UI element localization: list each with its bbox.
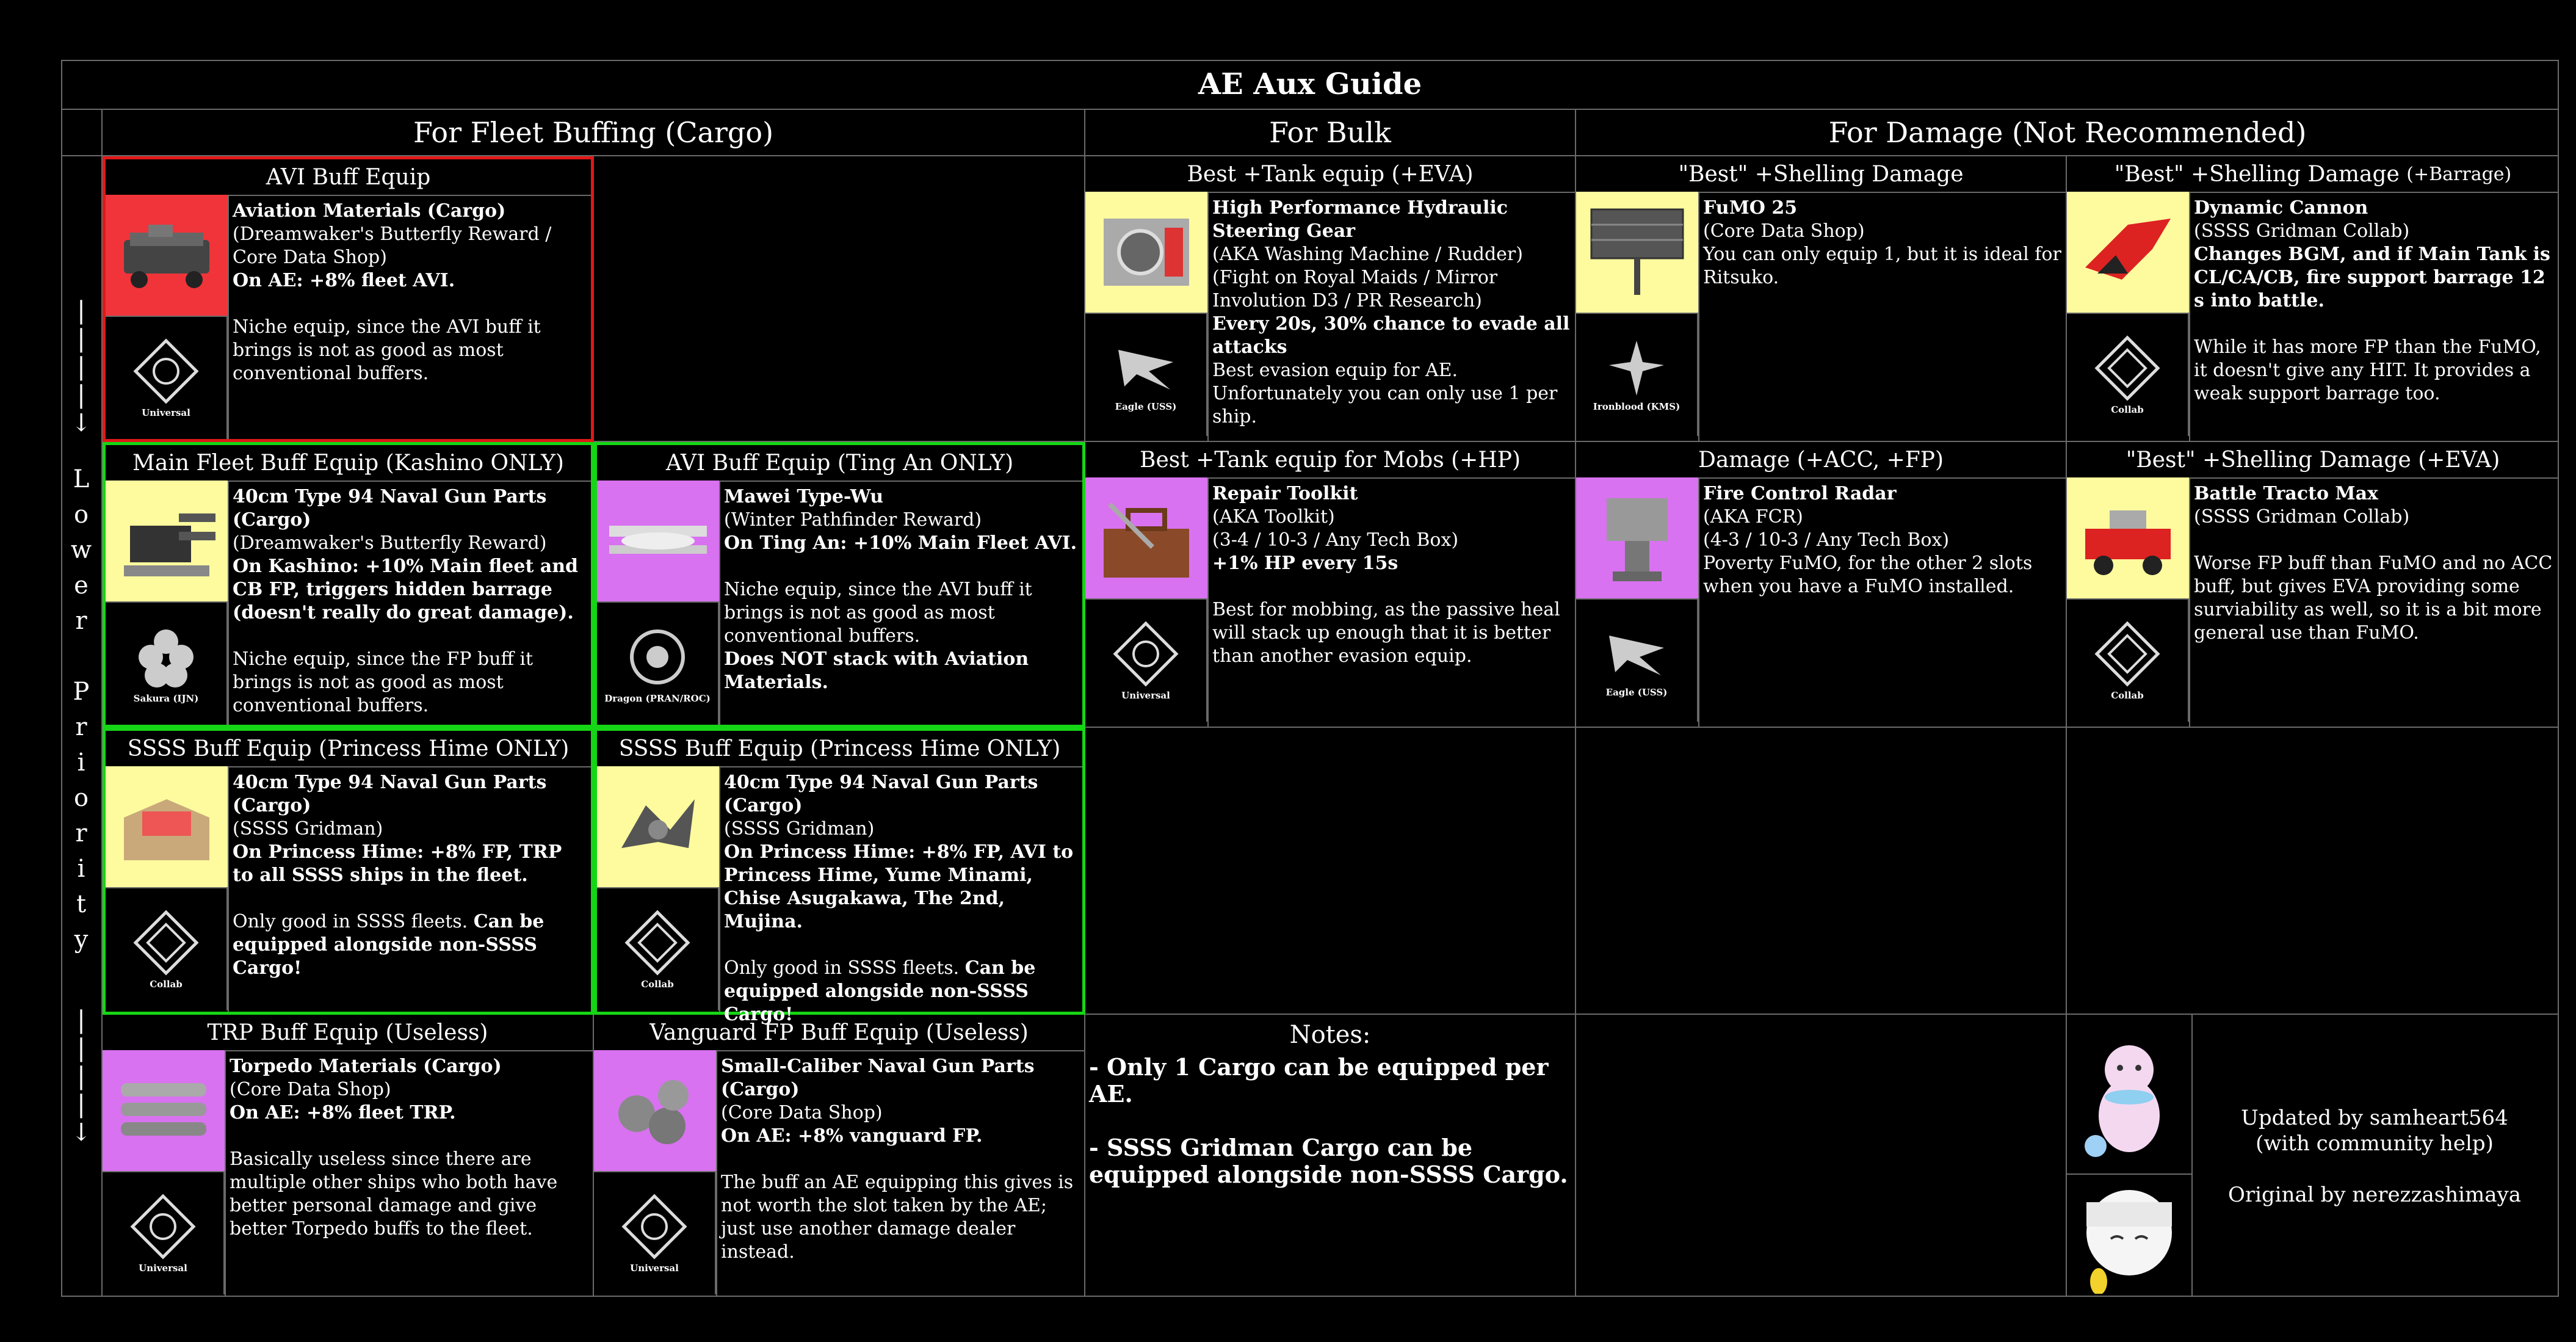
empty-cell: [1576, 728, 2067, 1015]
avatar-column: [2067, 1015, 2193, 1297]
battle-tracto-icon: [2067, 477, 2189, 600]
card-text: FuMO 25 (Core Data Shop) You can only eq…: [1703, 197, 2061, 288]
small-caliber-gun-parts-icon: [594, 1050, 716, 1172]
card-battle-tracto: "Best" +Shelling Damage (+EVA) Collab Ba…: [2067, 442, 2559, 728]
dragon-faction-icon: Dragon (PRAN/ROC): [597, 603, 719, 725]
card-title: Damage (+ACC, +FP): [1576, 442, 2066, 479]
credit-updated: Updated by samheart564: [2241, 1106, 2508, 1130]
card-torpedo-materials: TRP Buff Equip (Useless) Universal Torpe…: [103, 1015, 594, 1297]
card-text: Dynamic Cannon (SSSS Gridman Collab) Cha…: [2194, 197, 2550, 404]
ssss-cargo-box-icon: [106, 766, 228, 888]
card-text: 40cm Type 94 Naval Gun Parts (Cargo) (Dr…: [233, 486, 578, 716]
card-title: AVI Buff Equip: [106, 159, 591, 196]
notes-panel: Notes: - Only 1 Cargo can be equipped pe…: [1085, 1015, 1576, 1297]
priority-arrow-top: ||||↓: [71, 297, 92, 437]
card-ting-an: AVI Buff Equip (Ting An ONLY) Dragon (PR…: [594, 442, 1085, 728]
torpedo-materials-icon: [103, 1050, 225, 1172]
card-text: Torpedo Materials (Cargo) (Core Data Sho…: [230, 1056, 558, 1239]
card-text: Aviation Materials (Cargo) (Dreamwaker's…: [233, 200, 552, 384]
header-fleet-buffing: For Fleet Buffing (Cargo): [103, 110, 1085, 156]
card-text: Battle Tracto Max (SSSS Gridman Collab) …: [2194, 483, 2553, 644]
naval-gun-parts-icon: [106, 481, 228, 603]
card-text: 40cm Type 94 Naval Gun Parts (Cargo) (SS…: [724, 772, 1074, 1025]
card-ssss-buff-1: SSSS Buff Equip (Princess Hime ONLY) Col…: [103, 728, 594, 1015]
card-text: Fire Control Radar (AKA FCR) (4-3 / 10-3…: [1703, 483, 2033, 597]
page-title: AE Aux Guide: [61, 60, 2559, 110]
card-title: Vanguard FP Buff Equip (Useless): [594, 1015, 1084, 1051]
universal-faction-icon: Universal: [594, 1172, 716, 1294]
eagle-faction-icon: Eagle (USS): [1576, 600, 1698, 722]
header-damage: For Damage (Not Recommended): [1576, 110, 2559, 156]
credit-help: (with community help): [2256, 1131, 2494, 1156]
card-avi-buff: AVI Buff Equip Universal Aviation Materi…: [103, 156, 594, 442]
repair-toolkit-icon: [1085, 477, 1207, 600]
card-text: Small-Caliber Naval Gun Parts (Cargo) (C…: [721, 1056, 1074, 1263]
chibi-avatar: [2067, 1175, 2191, 1297]
ironblood-faction-icon: Ironblood (KMS): [1576, 314, 1698, 436]
steering-gear-icon: [1085, 192, 1207, 314]
card-text: High Performance Hydraulic Steering Gear…: [1212, 197, 1570, 427]
card-title: Main Fleet Buff Equip (Kashino ONLY): [106, 445, 591, 482]
collab-faction-icon: Collab: [2067, 600, 2189, 722]
ssss-gun-parts-icon: [597, 766, 719, 888]
credit-original: Original by nerezzashimaya: [2228, 1183, 2521, 1207]
card-ssss-buff-2: SSSS Buff Equip (Princess Hime ONLY) Col…: [594, 728, 1085, 1025]
card-title: Best +Tank equip (+EVA): [1085, 156, 1575, 193]
card-title: "Best" +Shelling Damage (+Barrage): [2067, 156, 2559, 193]
universal-faction-icon: Universal: [1085, 600, 1207, 722]
priority-arrow-bottom: ||||↓: [71, 1006, 92, 1147]
dynamic-cannon-icon: [2067, 192, 2189, 314]
notes-title: Notes:: [1289, 1021, 1371, 1049]
empty-cell: [1085, 728, 1576, 1015]
card-fire-control-radar: Damage (+ACC, +FP) Eagle (USS) Fire Cont…: [1576, 442, 2067, 728]
card-title: "Best" +Shelling Damage: [1576, 156, 2066, 193]
card-title: AVI Buff Equip (Ting An ONLY): [597, 445, 1082, 482]
header-bulk: For Bulk: [1085, 110, 1576, 156]
empty-cell: [1576, 1015, 2067, 1297]
credits: Updated by samheart564 (with community h…: [2191, 1105, 2558, 1208]
card-text: 40cm Type 94 Naval Gun Parts (Cargo) (SS…: [233, 772, 562, 979]
card-title: Best +Tank equip for Mobs (+HP): [1085, 442, 1575, 479]
card-vanguard-fp: Vanguard FP Buff Equip (Useless) Univers…: [594, 1015, 1085, 1297]
card-title: SSSS Buff Equip (Princess Hime ONLY): [106, 731, 591, 767]
card-title: TRP Buff Equip (Useless): [103, 1015, 593, 1051]
collab-faction-icon: Collab: [2067, 314, 2189, 436]
eagle-faction-icon: Eagle (USS): [1085, 314, 1207, 436]
header-corner: [61, 110, 103, 156]
card-repair-toolkit: Best +Tank equip for Mobs (+HP) Universa…: [1085, 442, 1576, 728]
universal-faction-icon: Universal: [103, 1172, 225, 1294]
note-line: - SSSS Gridman Cargo can be equipped alo…: [1089, 1134, 1568, 1188]
card-fumo: "Best" +Shelling Damage Ironblood (KMS) …: [1576, 156, 2067, 442]
card-dynamic-cannon: "Best" +Shelling Damage (+Barrage) Colla…: [2067, 156, 2559, 442]
card-text: Repair Toolkit (AKA Toolkit) (3-4 / 10-3…: [1212, 483, 1560, 667]
collab-faction-icon: Collab: [597, 888, 719, 1010]
fire-control-radar-icon: [1576, 477, 1698, 600]
card-title: SSSS Buff Equip (Princess Hime ONLY): [597, 731, 1082, 767]
empty-cell: [594, 156, 1085, 442]
fumo-radar-icon: [1576, 192, 1698, 314]
card-text: Mawei Type-Wu (Winter Pathfinder Reward)…: [724, 486, 1077, 693]
mascot-avatar: [2067, 1015, 2191, 1175]
note-line: - Only 1 Cargo can be equipped per AE.: [1089, 1053, 1549, 1108]
sakura-faction-icon: Sakura (IJN): [106, 603, 228, 725]
guide-frame: [61, 60, 2559, 1297]
collab-faction-icon: Collab: [106, 888, 228, 1010]
universal-faction-icon: Universal: [106, 317, 228, 439]
card-kashino: Main Fleet Buff Equip (Kashino ONLY) Sak…: [103, 442, 594, 728]
aviation-materials-icon: [106, 195, 228, 317]
mawei-plane-icon: [597, 481, 719, 603]
card-tank-eva: Best +Tank equip (+EVA) Eagle (USS) High…: [1085, 156, 1576, 442]
empty-cell: [2067, 728, 2559, 1015]
card-title: "Best" +Shelling Damage (+EVA): [2067, 442, 2559, 479]
